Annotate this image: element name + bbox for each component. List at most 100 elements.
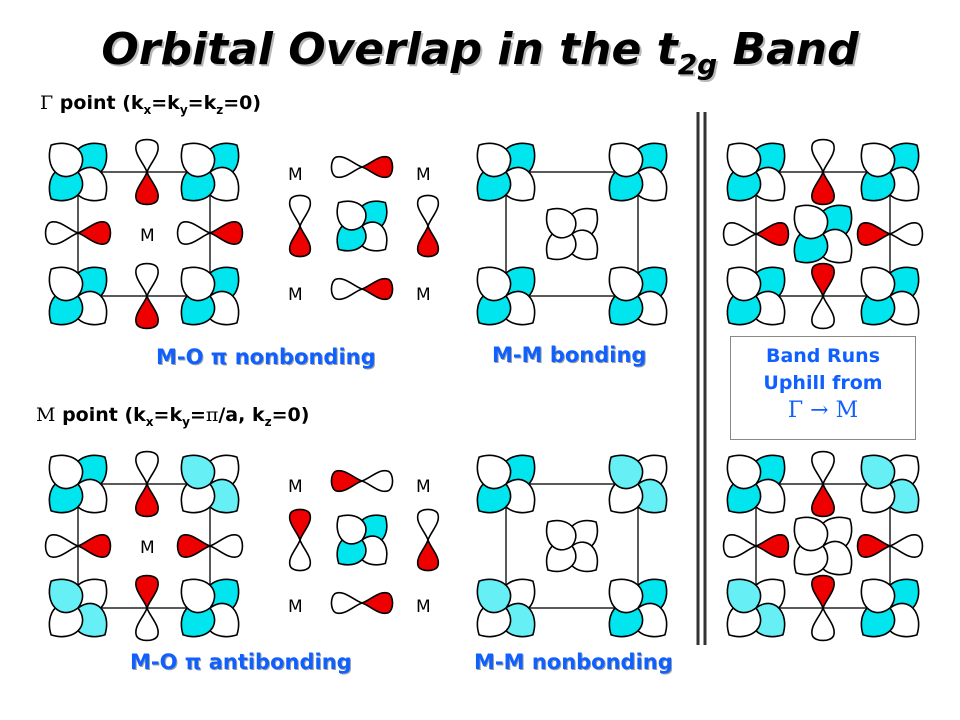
- band-runs-box: Band Runs Uphill from Γ → Μ: [730, 336, 916, 440]
- m-sub-y: y: [182, 414, 190, 429]
- m-text-a: point (k: [55, 404, 146, 426]
- vertical-divider: [696, 112, 707, 645]
- metal-label: M: [140, 538, 155, 558]
- metal-label: M: [288, 597, 303, 617]
- title-tail: Band: [717, 24, 859, 75]
- p-orbital-lobe: [135, 574, 159, 611]
- d-orbital-lobe: [726, 266, 762, 302]
- band-box-line2: Uphill from: [763, 372, 883, 394]
- d-orbital-lobe: [545, 207, 577, 239]
- p-orbital-lobe: [288, 508, 312, 543]
- d-orbital-lobe: [793, 204, 829, 240]
- d-orbital-lobe: [608, 454, 644, 490]
- p-orbital-lobe: [135, 293, 159, 330]
- gamma-sub-x: x: [143, 102, 152, 117]
- p-orbital-lobe: [135, 481, 159, 518]
- gamma-text-d: =0): [223, 92, 262, 114]
- p-orbital-lobe: [811, 293, 835, 330]
- p-orbital-lobe: [135, 450, 159, 487]
- d-orbital-lobe: [180, 578, 216, 614]
- metal-label: M: [416, 165, 431, 185]
- d-orbital-lobe: [476, 266, 512, 302]
- d-orbital-lobe: [336, 200, 367, 231]
- d-orbital-lobe: [608, 266, 644, 302]
- metal-label: M: [416, 597, 431, 617]
- metal-label: M: [416, 477, 431, 497]
- p-orbital-lobe: [288, 223, 312, 258]
- p-orbital-lobe: [811, 138, 835, 175]
- diagram-mo-nonbonding: M: [44, 138, 244, 330]
- d-orbital-lobe: [48, 142, 84, 178]
- band-box-line3: Γ → Μ: [787, 398, 859, 423]
- p-orbital-lobe: [722, 534, 759, 558]
- m-text-e: =0): [271, 404, 310, 426]
- d-orbital-lobe: [476, 578, 512, 614]
- m-sub-z: z: [264, 414, 272, 429]
- d-orbital-lobe: [476, 454, 512, 490]
- p-orbital-lobe: [811, 262, 835, 299]
- p-orbital-lobe: [811, 481, 835, 518]
- unit-cell-square: [505, 171, 639, 297]
- metal-label: M: [288, 165, 303, 185]
- p-orbital-lobe: [75, 221, 112, 245]
- metal-label: M: [140, 226, 155, 246]
- p-orbital-lobe: [359, 469, 394, 493]
- p-orbital-lobe: [856, 222, 893, 246]
- p-orbital-lobe: [288, 537, 312, 572]
- m-text-b: =k: [153, 404, 183, 426]
- d-orbital-lobe: [860, 454, 896, 490]
- d-orbital-lobe: [860, 266, 896, 302]
- gamma-text-b: =k: [151, 92, 180, 114]
- d-orbital-lobe: [545, 519, 577, 551]
- p-orbital-lobe: [75, 534, 112, 558]
- p-orbital-lobe: [135, 169, 159, 206]
- diagram-band-gamma: [722, 138, 924, 330]
- p-orbital-lobe: [135, 138, 159, 175]
- p-orbital-lobe: [176, 534, 213, 558]
- title-subscript: 2g: [677, 47, 718, 81]
- gamma-sub-z: z: [216, 102, 224, 117]
- d-orbital-lobe: [48, 454, 84, 490]
- unit-cell-square: [505, 483, 639, 609]
- p-orbital-lobe: [44, 534, 81, 558]
- gamma-text-a: point (k: [53, 92, 144, 114]
- p-orbital-lobe: [887, 222, 924, 246]
- m-sub-x: x: [145, 414, 154, 429]
- d-orbital-lobe: [726, 578, 762, 614]
- caption-mm-nonbonding: M-M nonbonding: [474, 650, 673, 674]
- gamma-sub-y: y: [179, 102, 188, 117]
- d-orbital-lobe: [793, 516, 829, 552]
- p-orbital-lobe: [207, 534, 244, 558]
- unit-cell-square: [77, 171, 211, 297]
- p-orbital-lobe: [856, 534, 893, 558]
- caption-mm-bonding: M-M bonding: [492, 343, 647, 367]
- p-orbital-lobe: [359, 591, 394, 615]
- m-point-label: Μ point (kx=ky=π/a, kz=0): [36, 404, 309, 429]
- p-orbital-lobe: [887, 534, 924, 558]
- d-orbital-lobe: [180, 454, 216, 490]
- d-orbital-lobe: [180, 142, 216, 178]
- caption-mo-nonbonding: M-O π nonbonding: [156, 345, 376, 369]
- diagram-mm-nonbonding: [476, 454, 668, 638]
- p-orbital-lobe: [416, 508, 440, 543]
- p-orbital-lobe: [722, 222, 759, 246]
- p-orbital-lobe: [330, 469, 365, 493]
- d-orbital-lobe: [726, 454, 762, 490]
- title-main: Orbital Overlap in the t: [101, 24, 678, 75]
- caption-mo-antibonding: M-O π antibonding: [130, 650, 352, 674]
- d-orbital-lobe: [608, 142, 644, 178]
- d-orbital-lobe: [476, 142, 512, 178]
- p-orbital-lobe: [135, 262, 159, 299]
- d-orbital-lobe: [48, 266, 84, 302]
- band-box-line1: Band Runs: [765, 345, 881, 367]
- p-orbital-lobe: [135, 605, 159, 642]
- p-orbital-lobe: [416, 537, 440, 572]
- metal-label: M: [416, 285, 431, 305]
- gamma-point-label: Γ point (kx=ky=kz=0): [40, 92, 261, 117]
- d-orbital-lobe: [180, 266, 216, 302]
- p-orbital-lobe: [811, 169, 835, 206]
- diagram-band-m: [722, 450, 924, 642]
- p-orbital-lobe: [753, 534, 790, 558]
- gamma-symbol: Γ: [40, 92, 54, 114]
